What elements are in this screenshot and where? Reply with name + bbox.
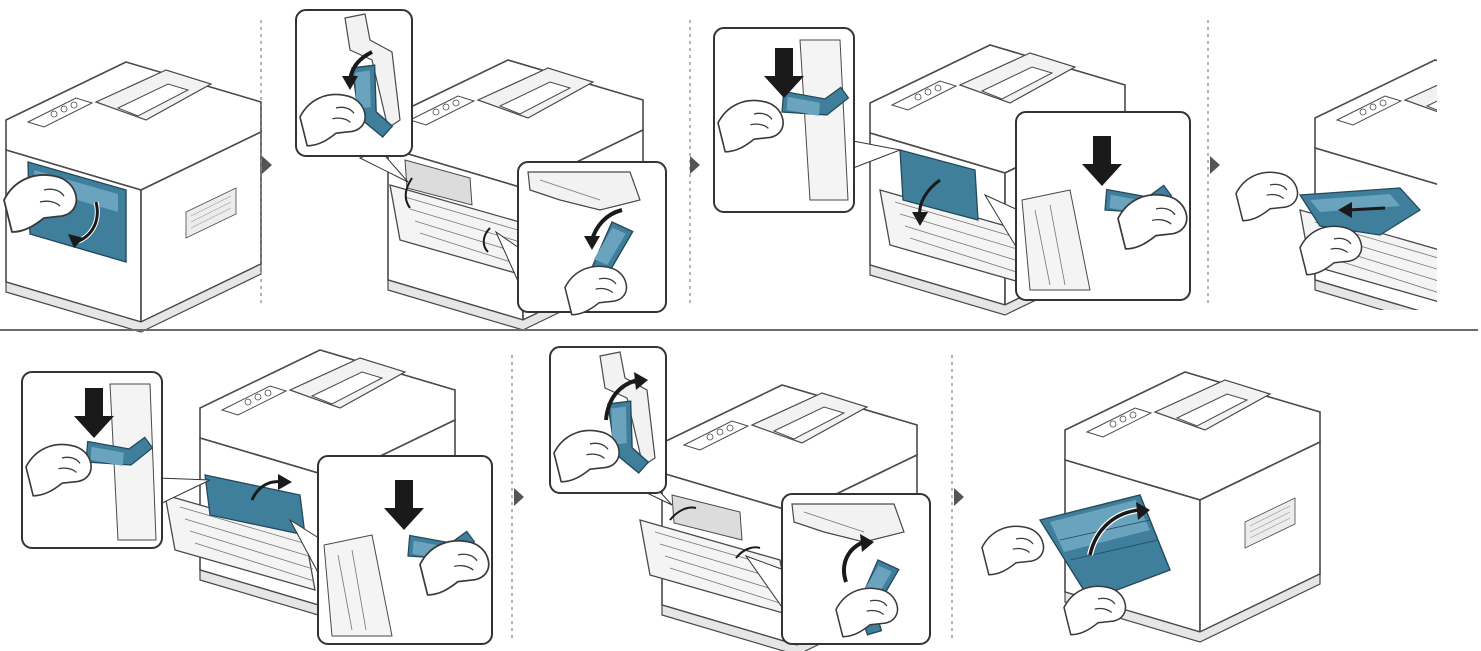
hand-icon — [1235, 171, 1299, 222]
step-arrow-icon — [690, 156, 700, 174]
step-7-close-rear-cover — [981, 371, 1321, 643]
curved-arrow-icon — [669, 506, 697, 521]
curved-arrow-icon — [842, 540, 865, 583]
fuser-unit-highlight — [899, 149, 979, 221]
step-arrow-icon — [262, 156, 272, 174]
step-6-raise-levers — [549, 346, 931, 651]
step-4-pull-paper — [1235, 59, 1437, 310]
step-arrow-icon — [514, 488, 524, 506]
callout-zoom — [983, 111, 1191, 301]
curved-arrow-icon — [604, 378, 639, 421]
step-arrow-icon — [954, 488, 964, 506]
curved-arrow-icon — [482, 227, 491, 253]
callout-zoom — [288, 455, 493, 645]
callout-zoom — [549, 346, 673, 506]
callout-zoom — [295, 9, 413, 183]
hand-icon — [981, 525, 1045, 576]
curved-arrow-icon — [1347, 206, 1386, 212]
curved-arrow-icon — [735, 546, 761, 559]
step-3-push-fuser-down — [713, 27, 1191, 316]
step-1-open-rear-cover — [3, 61, 262, 333]
curved-arrow-icon — [404, 177, 413, 209]
callout-zoom — [21, 371, 211, 549]
step-5-push-fuser-back — [21, 349, 493, 645]
step-2-lower-levers — [295, 9, 667, 331]
callout-zoom — [744, 493, 931, 645]
step-arrow-icon — [1210, 156, 1220, 174]
callout-zoom — [713, 27, 902, 213]
callout-zoom — [494, 161, 667, 316]
